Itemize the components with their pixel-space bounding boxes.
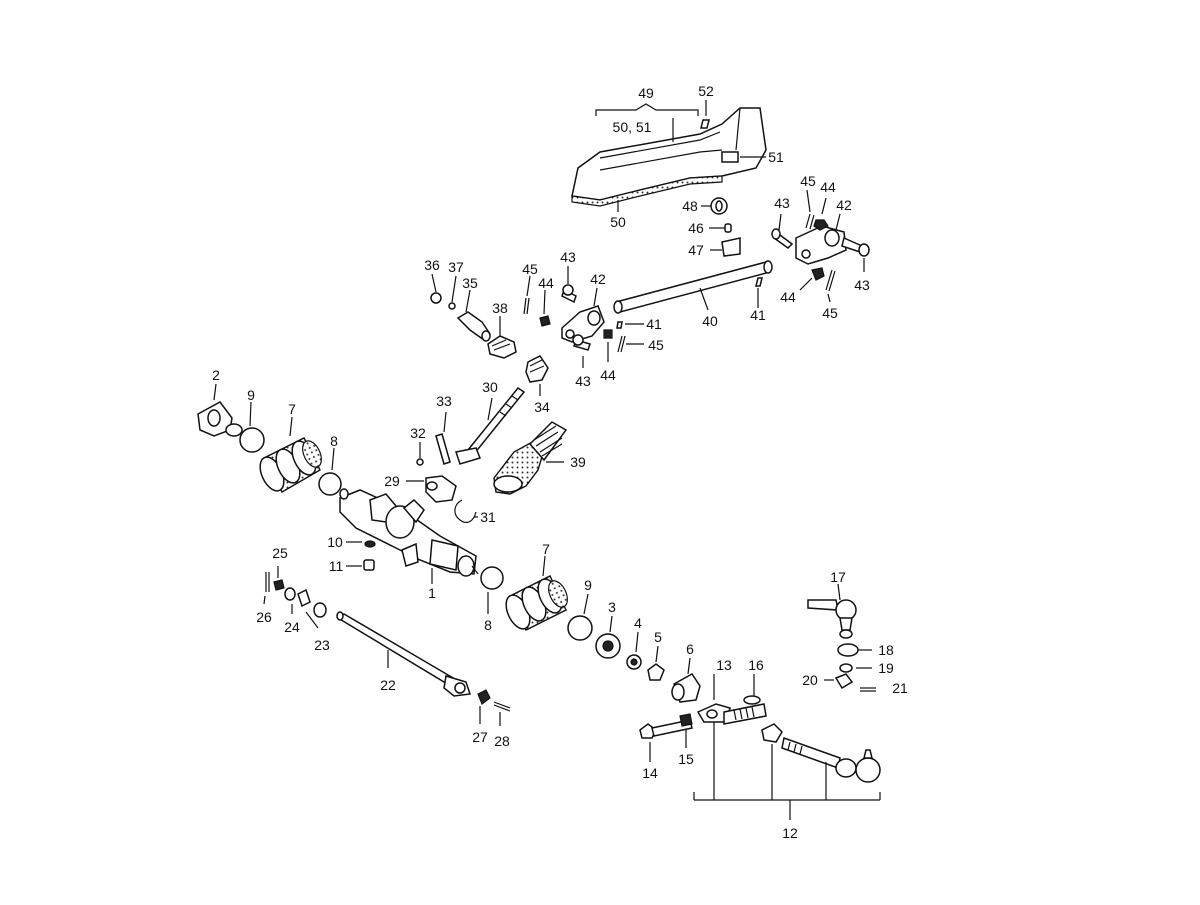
callout-43-top-left: 43 — [560, 249, 576, 265]
callout-24: 24 — [284, 619, 300, 635]
rack-housing-1 — [339, 488, 479, 577]
callout-42-right: 42 — [836, 197, 852, 213]
callout-40: 40 — [702, 313, 718, 329]
callout-3: 3 — [608, 599, 616, 615]
callout-42-left: 42 — [590, 271, 606, 287]
callout-35: 35 — [462, 275, 478, 291]
clamp-42-right — [771, 213, 870, 292]
callout-21: 21 — [892, 680, 908, 696]
callout-45-bottom-right: 45 — [822, 305, 838, 321]
callout-36: 36 — [424, 257, 440, 273]
pressure-pad-29 — [425, 475, 457, 503]
callout-22: 22 — [380, 677, 396, 693]
callout-50: 50 — [610, 214, 626, 230]
callout-26: 26 — [256, 609, 272, 625]
bellows-7-right — [505, 575, 568, 631]
callout-10: 10 — [327, 534, 343, 550]
callout-48: 48 — [682, 198, 698, 214]
callout-44-bottom-right: 44 — [780, 289, 796, 305]
callout-41-right: 41 — [750, 307, 766, 323]
callout-50-51: 50, 51 — [613, 119, 652, 135]
callout-14: 14 — [642, 765, 658, 781]
callout-16: 16 — [748, 657, 764, 673]
callout-1: 1 — [428, 585, 436, 601]
callout-28: 28 — [494, 733, 510, 749]
callout-45-bottom-left: 45 — [648, 337, 664, 353]
callout-30: 30 — [482, 379, 498, 395]
callout-51: 51 — [768, 149, 784, 165]
callout-52: 52 — [698, 83, 714, 99]
callout-46: 46 — [688, 220, 704, 236]
callout-38: 38 — [492, 300, 508, 316]
adjusting-sleeve-12 — [696, 695, 881, 783]
callout-31: 31 — [480, 509, 496, 525]
tie-rod-end-17 — [807, 599, 857, 639]
callout-49: 49 — [638, 85, 654, 101]
callout-13: 13 — [716, 657, 732, 673]
callout-44-top-left: 44 — [538, 275, 554, 291]
callout-45-top-left: 45 — [522, 261, 538, 277]
callout-45-top-right: 45 — [800, 173, 816, 189]
brace-49 — [595, 103, 699, 142]
callout-20: 20 — [802, 672, 818, 688]
callout-11: 11 — [329, 558, 344, 574]
tunnel-cover-part — [571, 107, 767, 207]
callout-8-right: 8 — [484, 617, 492, 633]
pinion-shaft-30 — [455, 386, 526, 465]
callout-7-left: 7 — [288, 401, 296, 417]
callout-9-right: 9 — [584, 577, 592, 593]
callout-9-left: 9 — [247, 387, 255, 403]
clamp-42-left — [523, 284, 626, 353]
callout-32: 32 — [410, 425, 426, 441]
callout-8-left: 8 — [330, 433, 338, 449]
callout-37: 37 — [448, 259, 464, 275]
callout-12: 12 — [782, 825, 798, 841]
steering-shaft-40 — [613, 260, 773, 314]
callout-43-bottom-left: 43 — [575, 373, 591, 389]
callout-41-mid: 41 — [646, 316, 662, 332]
rubber-boot-39 — [493, 421, 568, 495]
tie-rod-22 — [336, 611, 472, 697]
callout-15: 15 — [678, 751, 694, 767]
callout-5: 5 — [654, 629, 662, 645]
callout-34: 34 — [534, 399, 550, 415]
callout-7-right: 7 — [542, 541, 550, 557]
bellows-7-left — [259, 437, 322, 493]
callout-47: 47 — [688, 242, 704, 258]
callout-44-bottom-left: 44 — [600, 367, 616, 383]
callout-27: 27 — [472, 729, 488, 745]
callout-6: 6 — [686, 641, 694, 657]
callout-labels: 1 2 3 4 5 6 7 7 8 8 9 9 10 11 12 13 14 1… — [212, 83, 908, 841]
end-cap-2 — [197, 401, 243, 437]
callout-39: 39 — [570, 454, 586, 470]
callout-23: 23 — [314, 637, 330, 653]
callout-29: 29 — [384, 473, 400, 489]
callout-18: 18 — [878, 642, 894, 658]
callout-25: 25 — [272, 545, 288, 561]
callout-19: 19 — [878, 660, 894, 676]
callout-2: 2 — [212, 367, 220, 383]
callout-43-bottom-right: 43 — [854, 277, 870, 293]
joint-6 — [671, 673, 701, 703]
callout-4: 4 — [634, 615, 642, 631]
callout-44-top-right: 44 — [820, 179, 836, 195]
callout-33: 33 — [436, 393, 452, 409]
callout-17: 17 — [830, 569, 846, 585]
callout-43-top-right: 43 — [774, 195, 790, 211]
